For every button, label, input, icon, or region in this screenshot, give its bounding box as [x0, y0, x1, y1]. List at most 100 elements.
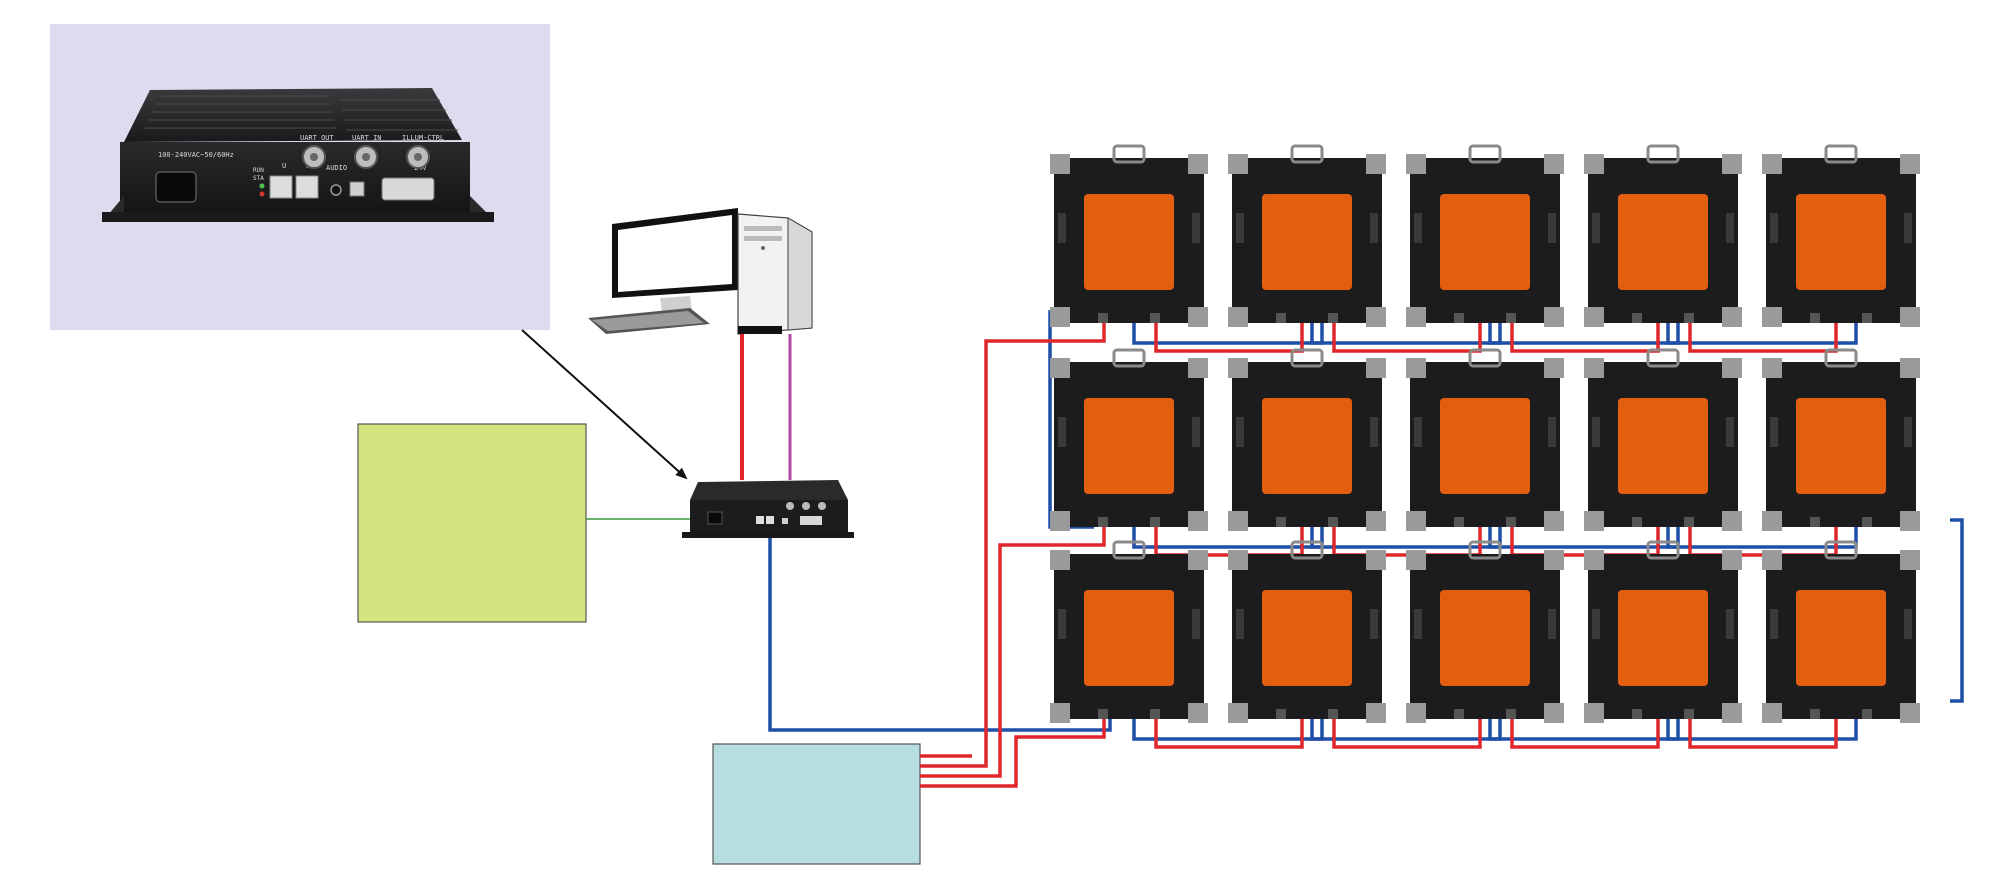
latch: [1904, 213, 1912, 243]
signal-jumper: [1132, 527, 1324, 549]
corner-bracket: [1584, 358, 1604, 378]
connector: [1862, 313, 1872, 323]
corner-bracket: [1228, 550, 1248, 570]
corner-bracket: [1366, 550, 1386, 570]
corner-bracket: [1366, 511, 1386, 531]
corner-bracket: [1228, 703, 1248, 723]
connector: [1150, 709, 1160, 719]
handle-icon: [1468, 348, 1502, 368]
corner-bracket: [1584, 550, 1604, 570]
cabinet-panel: [1796, 398, 1886, 494]
power-rating-label: 100-240VAC~50/60Hz: [158, 151, 234, 159]
corner-bracket: [1722, 550, 1742, 570]
monitor-screen: [618, 215, 732, 292]
led-cabinet-r2-c5: [1762, 348, 1920, 531]
signal-jumper: [1310, 527, 1502, 549]
corner-bracket: [1544, 358, 1564, 378]
signal-main-cable: [768, 538, 1112, 732]
connector: [1328, 517, 1338, 527]
led-run-indicator: [259, 183, 265, 189]
led-label-sta: STA: [253, 175, 264, 182]
corner-bracket: [1584, 307, 1604, 327]
corner-bracket: [1228, 511, 1248, 531]
cabinet-panel: [1262, 194, 1352, 290]
corner-bracket: [1900, 550, 1920, 570]
signal-jumper: [1488, 527, 1680, 549]
latch: [1370, 609, 1378, 639]
corner-bracket: [1406, 358, 1426, 378]
port-label-uart-in: UART IN: [352, 134, 382, 142]
cabinet-panel: [1796, 590, 1886, 686]
corner-bracket: [1050, 154, 1070, 174]
handle-icon: [1646, 144, 1680, 164]
corner-bracket: [1900, 511, 1920, 531]
connector: [1150, 517, 1160, 527]
handle-icon: [1646, 348, 1680, 368]
audio-jack: [330, 184, 342, 196]
ethernet-port-2: [295, 175, 319, 199]
corner-bracket: [1228, 154, 1248, 174]
usb-port: [349, 181, 365, 197]
led-cabinet-r1-c5: [1762, 144, 1920, 327]
connector: [1098, 709, 1108, 719]
corner-bracket: [1366, 307, 1386, 327]
cabinet-panel: [1084, 398, 1174, 494]
corner-bracket: [1050, 358, 1070, 378]
corner-bracket: [1188, 358, 1208, 378]
corner-bracket: [1366, 358, 1386, 378]
connector: [1328, 709, 1338, 719]
latch: [1370, 417, 1378, 447]
corner-bracket: [1900, 703, 1920, 723]
cabinet-panel: [1440, 194, 1530, 290]
cabinet-panel: [1262, 590, 1352, 686]
latch: [1192, 609, 1200, 639]
led-sta-indicator: [259, 191, 265, 197]
corner-bracket: [1544, 307, 1564, 327]
cabinet-panel: [1440, 398, 1530, 494]
led-cabinet-r3-c1: [1050, 540, 1208, 723]
power-jumper: [1332, 719, 1482, 749]
pc-tower-base: [738, 326, 782, 334]
signal-jumper: [1132, 323, 1324, 345]
cabinet-panel: [1796, 194, 1886, 290]
latch: [1548, 213, 1556, 243]
led-cabinet-r1-c2: [1228, 144, 1386, 327]
led-cabinet-r2-c3: [1406, 348, 1564, 531]
corner-bracket: [1722, 358, 1742, 378]
power-jumper: [1510, 323, 1660, 353]
latch: [1904, 417, 1912, 447]
corner-bracket: [1050, 307, 1070, 327]
power-jumper: [1154, 323, 1304, 353]
connector: [1454, 313, 1464, 323]
latch: [1192, 417, 1200, 447]
photo-pointer-arrow: [521, 329, 688, 480]
corner-bracket: [1228, 358, 1248, 378]
connector: [1328, 313, 1338, 323]
latch: [1726, 609, 1734, 639]
corner-bracket: [1188, 550, 1208, 570]
latch: [1058, 417, 1066, 447]
corner-bracket: [1406, 703, 1426, 723]
latch: [1770, 609, 1778, 639]
power-jumper: [1510, 719, 1660, 749]
led-cabinet-r3-c4: [1584, 540, 1742, 723]
led-cabinet-r1-c4: [1584, 144, 1742, 327]
handle-icon: [1824, 144, 1858, 164]
connector: [1276, 517, 1286, 527]
power-jumper: [1688, 719, 1838, 749]
signal-jumper: [1488, 719, 1680, 741]
handle-icon: [1112, 144, 1146, 164]
latch: [1058, 609, 1066, 639]
connector: [1506, 313, 1516, 323]
corner-bracket: [1762, 511, 1782, 531]
handle-icon: [1468, 540, 1502, 560]
connector: [1632, 709, 1642, 719]
power-jumper: [1332, 323, 1482, 353]
sensor-box: [357, 423, 587, 623]
connector: [1632, 313, 1642, 323]
led-cabinet-r3-c3: [1406, 540, 1564, 723]
corner-bracket: [1544, 550, 1564, 570]
corner-bracket: [1188, 703, 1208, 723]
signal-jumper: [1310, 323, 1502, 345]
